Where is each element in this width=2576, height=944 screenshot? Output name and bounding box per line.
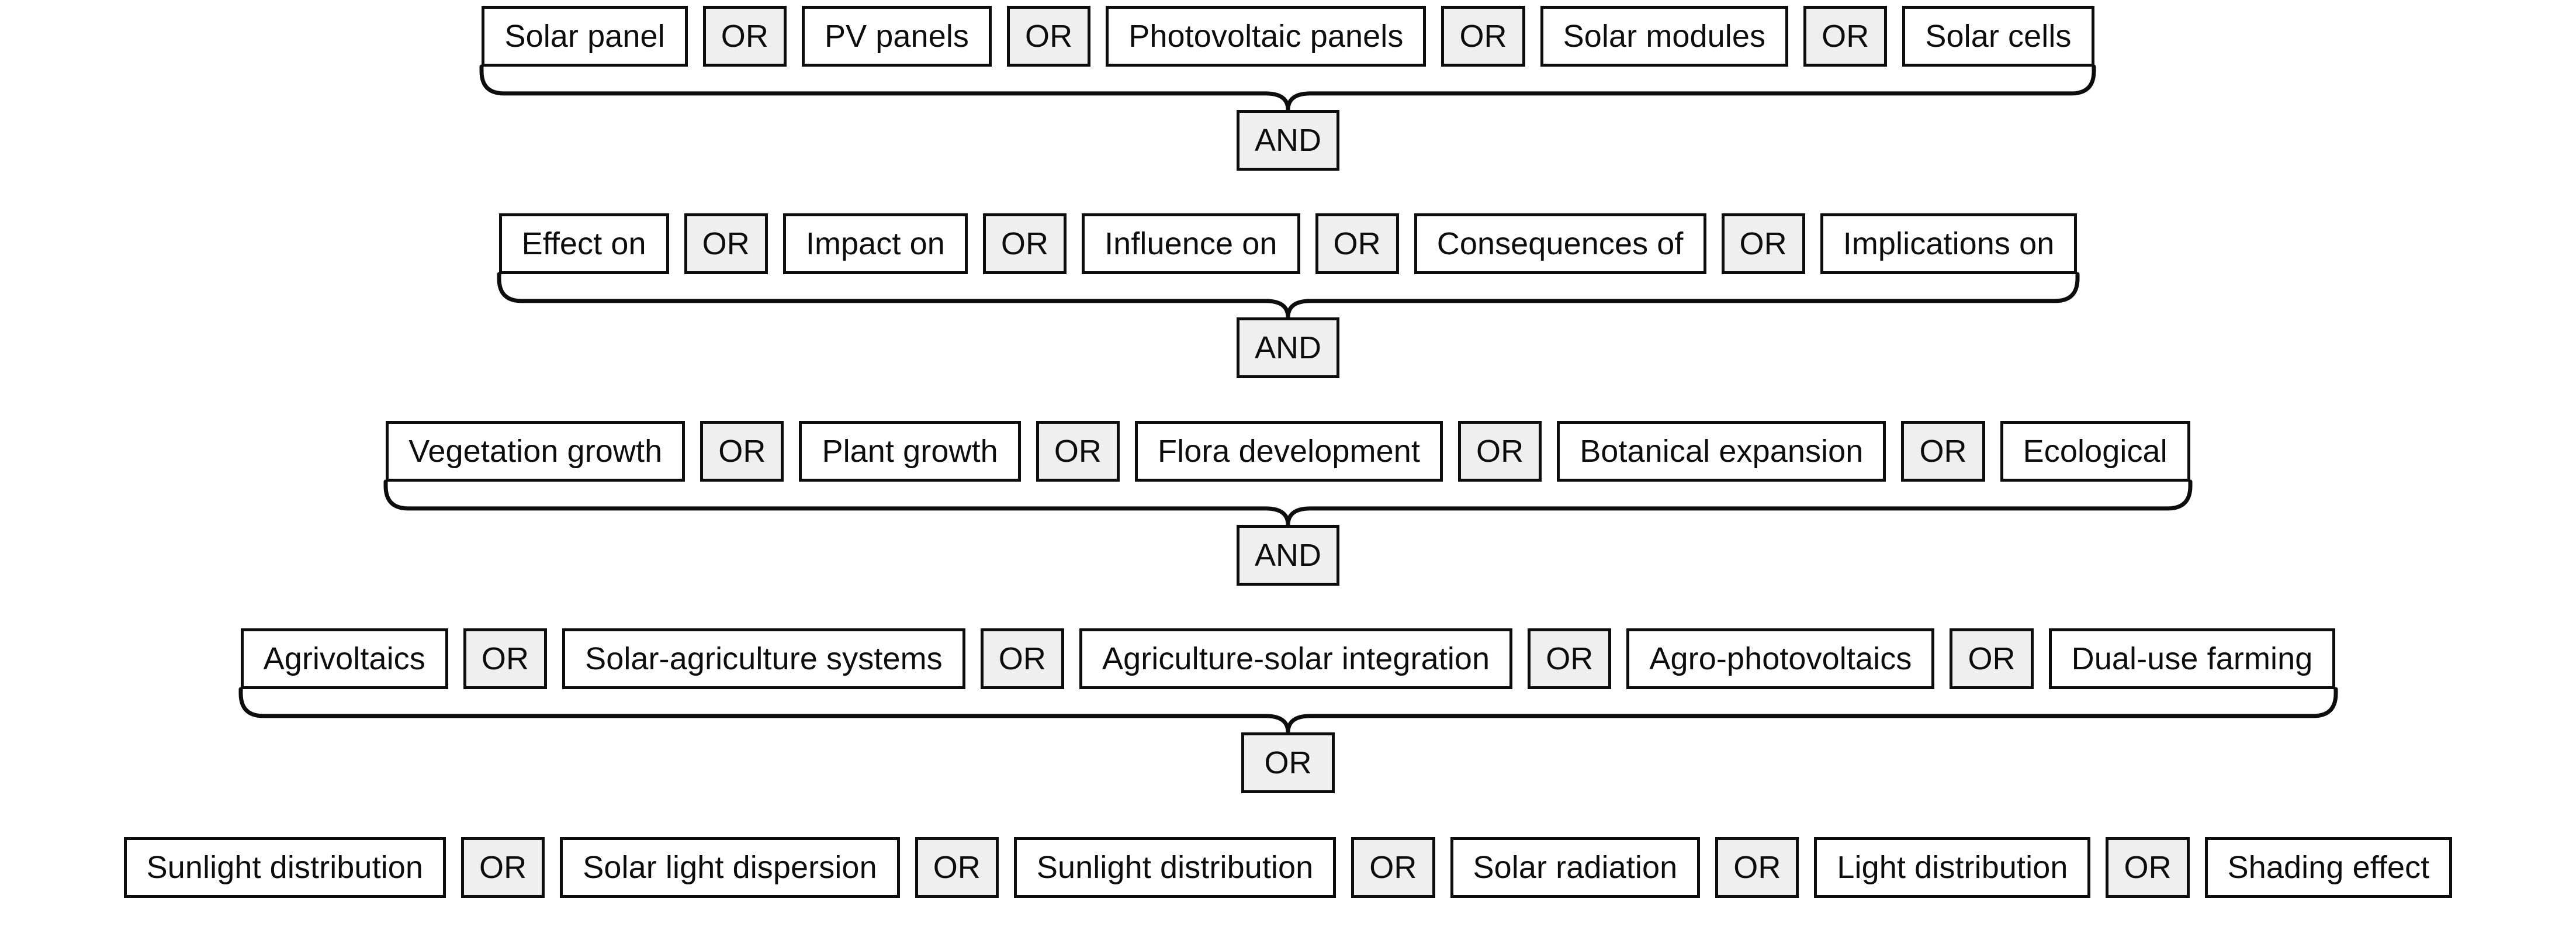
or-operator-box[interactable]: OR <box>684 213 768 274</box>
or-operator-box[interactable]: OR <box>980 628 1064 689</box>
search-term-box[interactable]: Light distribution <box>1814 837 2091 898</box>
or-operator-box[interactable]: OR <box>1950 628 2034 689</box>
search-term-box[interactable]: Ecological <box>2000 421 2190 482</box>
or-operator-box[interactable]: OR <box>1315 213 1399 274</box>
junction-operator-or[interactable]: OR <box>1241 732 1335 793</box>
or-operator-box[interactable]: OR <box>1528 628 1612 689</box>
or-operator-box[interactable]: OR <box>915 837 999 898</box>
or-operator-box[interactable]: OR <box>2106 837 2190 898</box>
junction-operator-and[interactable]: AND <box>1237 110 1340 171</box>
search-term-box[interactable]: Influence on <box>1082 213 1300 274</box>
search-term-box[interactable]: Botanical expansion <box>1557 421 1886 482</box>
or-operator-box[interactable]: OR <box>1901 421 1985 482</box>
or-operator-box[interactable]: OR <box>1715 837 1799 898</box>
search-term-box[interactable]: Flora development <box>1135 421 1443 482</box>
or-operator-box[interactable]: OR <box>1721 213 1805 274</box>
search-term-box[interactable]: PV panels <box>801 6 992 67</box>
search-term-box[interactable]: Sunlight distribution <box>123 837 446 898</box>
or-operator-box[interactable]: OR <box>1007 6 1091 67</box>
or-operator-box[interactable]: OR <box>700 421 784 482</box>
search-term-box[interactable]: Solar cells <box>1902 6 2094 67</box>
brace-connector <box>238 687 2338 735</box>
search-term-box[interactable]: Photovoltaic panels <box>1106 6 1427 67</box>
search-term-box[interactable]: Implications on <box>1820 213 2078 274</box>
search-term-box[interactable]: Consequences of <box>1414 213 1706 274</box>
or-operator-box[interactable]: OR <box>461 837 545 898</box>
search-term-box[interactable]: Solar radiation <box>1450 837 1701 898</box>
brace-connector <box>497 272 2080 320</box>
or-operator-box[interactable]: OR <box>463 628 548 689</box>
search-term-box[interactable]: Plant growth <box>799 421 1021 482</box>
or-operator-box[interactable]: OR <box>702 6 787 67</box>
search-term-box[interactable]: Effect on <box>498 213 669 274</box>
search-term-box[interactable]: Solar modules <box>1540 6 1789 67</box>
brace-connector <box>383 479 2193 527</box>
search-term-box[interactable]: Agro-photovoltaics <box>1626 628 1935 689</box>
search-term-box[interactable]: Agriculture-solar integration <box>1079 628 1513 689</box>
search-term-box[interactable]: Impact on <box>783 213 968 274</box>
search-term-box[interactable]: Vegetation growth <box>386 421 685 482</box>
brace-connector <box>479 64 2096 112</box>
search-term-box[interactable]: Agrivoltaics <box>240 628 448 689</box>
or-operator-box[interactable]: OR <box>1441 6 1525 67</box>
junction-operator-and[interactable]: AND <box>1237 525 1340 586</box>
or-operator-box[interactable]: OR <box>1036 421 1120 482</box>
search-term-box[interactable]: Sunlight distribution <box>1013 837 1337 898</box>
search-term-box[interactable]: Solar-agriculture systems <box>562 628 965 689</box>
search-term-box[interactable]: Solar light dispersion <box>560 837 900 898</box>
search-term-box[interactable]: Dual-use farming <box>2048 628 2336 689</box>
or-operator-box[interactable]: OR <box>1457 421 1542 482</box>
or-operator-box[interactable]: OR <box>982 213 1067 274</box>
search-term-box[interactable]: Solar panel <box>482 6 688 67</box>
or-operator-box[interactable]: OR <box>1351 837 1435 898</box>
search-term-box[interactable]: Shading effect <box>2204 837 2453 898</box>
or-operator-box[interactable]: OR <box>1803 6 1888 67</box>
junction-operator-and[interactable]: AND <box>1237 317 1340 378</box>
